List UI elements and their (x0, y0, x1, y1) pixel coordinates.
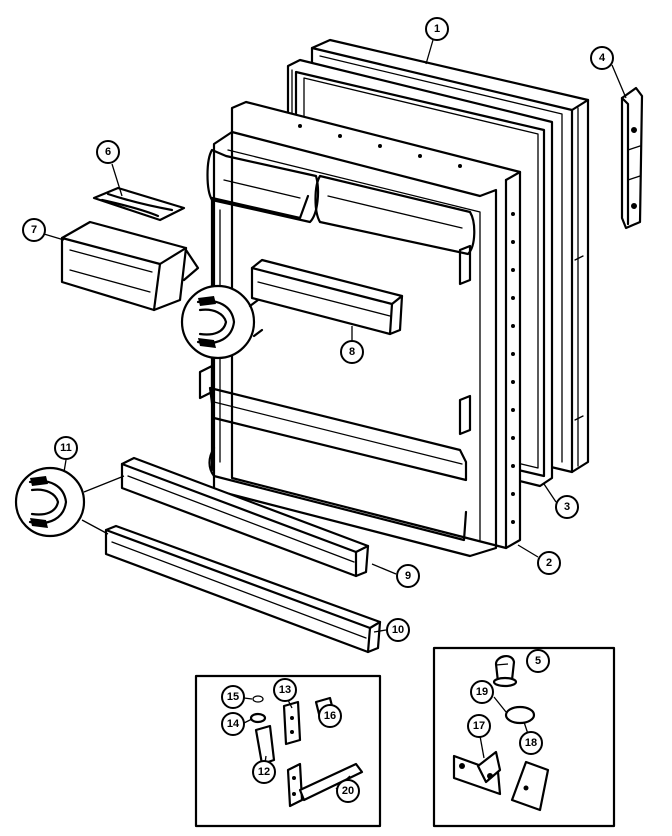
leader-lines (43, 39, 627, 790)
callout-18: 18 (519, 731, 543, 755)
svg-text:4: 4 (599, 52, 606, 64)
shelf-bar (250, 258, 404, 336)
callout-2: 2 (537, 551, 561, 575)
svg-text:12: 12 (258, 766, 270, 778)
shelf-rail-upper (120, 456, 370, 578)
svg-text:20: 20 (342, 785, 354, 797)
callout-1: 1 (425, 17, 449, 41)
svg-text:16: 16 (324, 710, 336, 722)
svg-text:13: 13 (279, 684, 291, 696)
svg-text:10: 10 (392, 624, 404, 636)
door-handle (620, 86, 644, 230)
svg-text:14: 14 (227, 718, 240, 730)
svg-text:11: 11 (60, 442, 72, 454)
callout-17: 17 (467, 714, 491, 738)
callout-6: 6 (96, 140, 120, 164)
callout-4: 4 (590, 46, 614, 70)
svg-text:7: 7 (31, 224, 37, 236)
callout-10: 10 (386, 618, 410, 642)
liner-rim-holes (511, 212, 515, 524)
shelf-rail-lower (104, 524, 382, 654)
callout-11: 11 (54, 436, 78, 460)
callout-7: 7 (22, 218, 46, 242)
callout-14: 14 (221, 712, 245, 736)
callout-3: 3 (555, 495, 579, 519)
callout-20: 20 (336, 779, 360, 803)
svg-text:9: 9 (405, 570, 411, 582)
callout-5: 5 (526, 649, 550, 673)
svg-text:6: 6 (105, 146, 111, 158)
callout-19: 19 (470, 680, 494, 704)
callout-15: 15 (221, 685, 245, 709)
callout-13: 13 (273, 678, 297, 702)
svg-text:8: 8 (349, 346, 355, 358)
svg-text:17: 17 (473, 720, 485, 732)
end-cap-detail-lower (14, 466, 125, 538)
svg-text:2: 2 (546, 557, 552, 569)
end-cap-detail-upper (180, 284, 264, 360)
svg-text:15: 15 (227, 691, 239, 703)
hinge-kit-box-right (432, 646, 616, 828)
callout-9: 9 (396, 564, 420, 588)
svg-text:5: 5 (535, 655, 541, 667)
svg-text:18: 18 (525, 737, 537, 749)
dairy-door-clip (92, 186, 186, 222)
dairy-door (60, 220, 200, 312)
svg-text:1: 1 (434, 23, 440, 35)
liner-top-holes (298, 124, 462, 168)
svg-text:19: 19 (476, 686, 488, 698)
svg-text:3: 3 (564, 501, 570, 513)
callout-12: 12 (252, 760, 276, 784)
callout-8: 8 (340, 340, 364, 364)
callout-16: 16 (318, 704, 342, 728)
